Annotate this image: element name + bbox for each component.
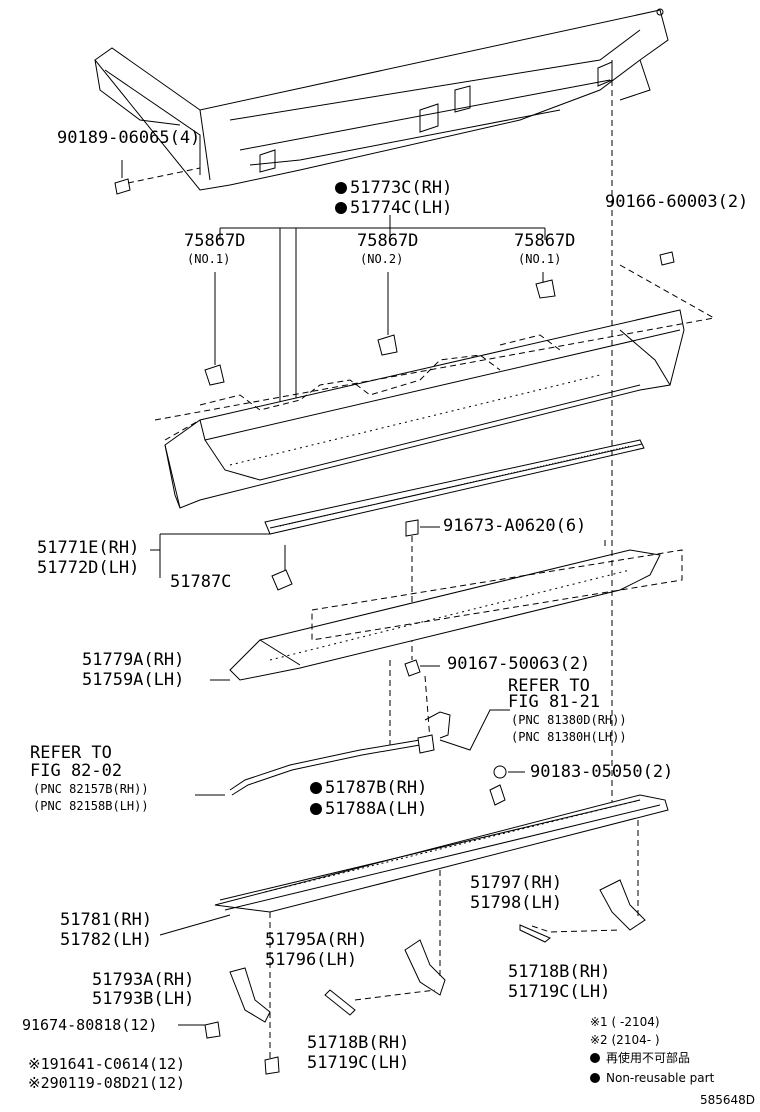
label-51718b-right: 51718B(RH) (508, 962, 611, 982)
wire-harness (195, 710, 510, 795)
label-51759: 51759A(LH) (82, 670, 185, 690)
non-reusable-dot (335, 182, 347, 194)
bolt-91673 (406, 520, 440, 660)
bracket-51795 (325, 870, 445, 1015)
non-reusable-dot (310, 782, 322, 794)
label-clip-c: 75867D (514, 231, 576, 251)
label-51719c-right: 51719C(LH) (508, 982, 611, 1002)
frame-bracket (95, 9, 668, 190)
label-51798: 51798(LH) (470, 893, 563, 913)
ref1-line2: FIG 81-21 (508, 692, 601, 712)
label-clip-c-sub: (NO.1) (518, 252, 562, 266)
ref2-line3: (PNC 82157B(RH)) (33, 782, 149, 796)
label-51796: 51796(LH) (265, 950, 358, 970)
non-reusable-dot (590, 1073, 600, 1083)
label-clip-a-sub: (NO.1) (187, 252, 231, 266)
bracket-51797 (520, 820, 645, 942)
label-51797: 51797(RH) (470, 873, 563, 893)
bolt-90167 (390, 660, 440, 745)
label-90166: 90166-60003(2) (605, 192, 749, 212)
label-51787c: 51787C (170, 572, 232, 592)
label-51793a: 51793A(RH) (92, 970, 195, 990)
running-board (160, 795, 668, 935)
label-51718b-left: 51718B(RH) (307, 1033, 410, 1053)
label-90167: 90167-50063(2) (447, 654, 591, 674)
label-51774: 51774C(LH) (335, 200, 452, 217)
ref1-line4: (PNC 81380H(LH)) (511, 730, 627, 744)
label-91641: ※191641-C0614(12) (28, 1055, 186, 1073)
label-clip-b-sub: (NO.2) (360, 252, 404, 266)
non-reusable-dot (590, 1053, 600, 1063)
step-pad (150, 440, 644, 578)
legend-en: Non-reusable part (590, 1072, 714, 1084)
rocker-cover-panel (155, 310, 714, 508)
label-51781: 51781(RH) (60, 910, 153, 930)
label-51795: 51795A(RH) (265, 930, 368, 950)
clip-left (205, 272, 224, 385)
label-51793b: 51793B(LH) (92, 989, 195, 1009)
label-91674: 91674-80818(12) (22, 1016, 158, 1034)
label-clip-a: 75867D (184, 231, 246, 251)
label-51787b: 51787B(RH) (310, 780, 427, 797)
legend-note1: ※1 ( -2104) (590, 1015, 660, 1029)
clip-51787c (272, 545, 292, 590)
bolt-90189 (115, 160, 200, 194)
ref1-line3: (PNC 81380D(RH)) (511, 713, 627, 727)
label-91673: 91673-A0620(6) (443, 516, 587, 536)
clip-90183 (490, 766, 525, 805)
ref2-line2: FIG 82-02 (30, 761, 123, 781)
label-90189: 90189-06065(4) (57, 128, 201, 148)
non-reusable-dot (335, 202, 347, 214)
bracket-51793 (178, 912, 279, 1074)
screw-90166 (620, 252, 714, 318)
label-51719c-left: 51719C(LH) (307, 1053, 410, 1073)
non-reusable-dot (310, 803, 322, 815)
ref1-line1: REFER TO (508, 676, 590, 696)
label-90183: 90183-05050(2) (530, 762, 674, 782)
label-51779: 51779A(RH) (82, 650, 185, 670)
clip-mid (378, 272, 397, 355)
label-51772: 51772D(LH) (37, 558, 140, 578)
label-90119: ※290119-08D21(12) (28, 1074, 186, 1092)
leader-51773 (220, 215, 545, 414)
ref2-line4: (PNC 82158B(LH)) (33, 799, 149, 813)
diagram-id: 585648D (700, 1093, 756, 1107)
clip-right (536, 272, 555, 298)
label-51773: 51773C(RH) (335, 180, 452, 197)
label-clip-b: 75867D (357, 231, 419, 251)
step-base (210, 540, 682, 680)
legend-jp: 再使用不可部品 (590, 1052, 690, 1064)
label-51782: 51782(LH) (60, 930, 153, 950)
ref2-line1: REFER TO (30, 743, 112, 763)
legend-note2: ※2 (2104- ) (590, 1033, 660, 1047)
label-51788a: 51788A(LH) (310, 801, 427, 818)
label-51771: 51771E(RH) (37, 538, 140, 558)
